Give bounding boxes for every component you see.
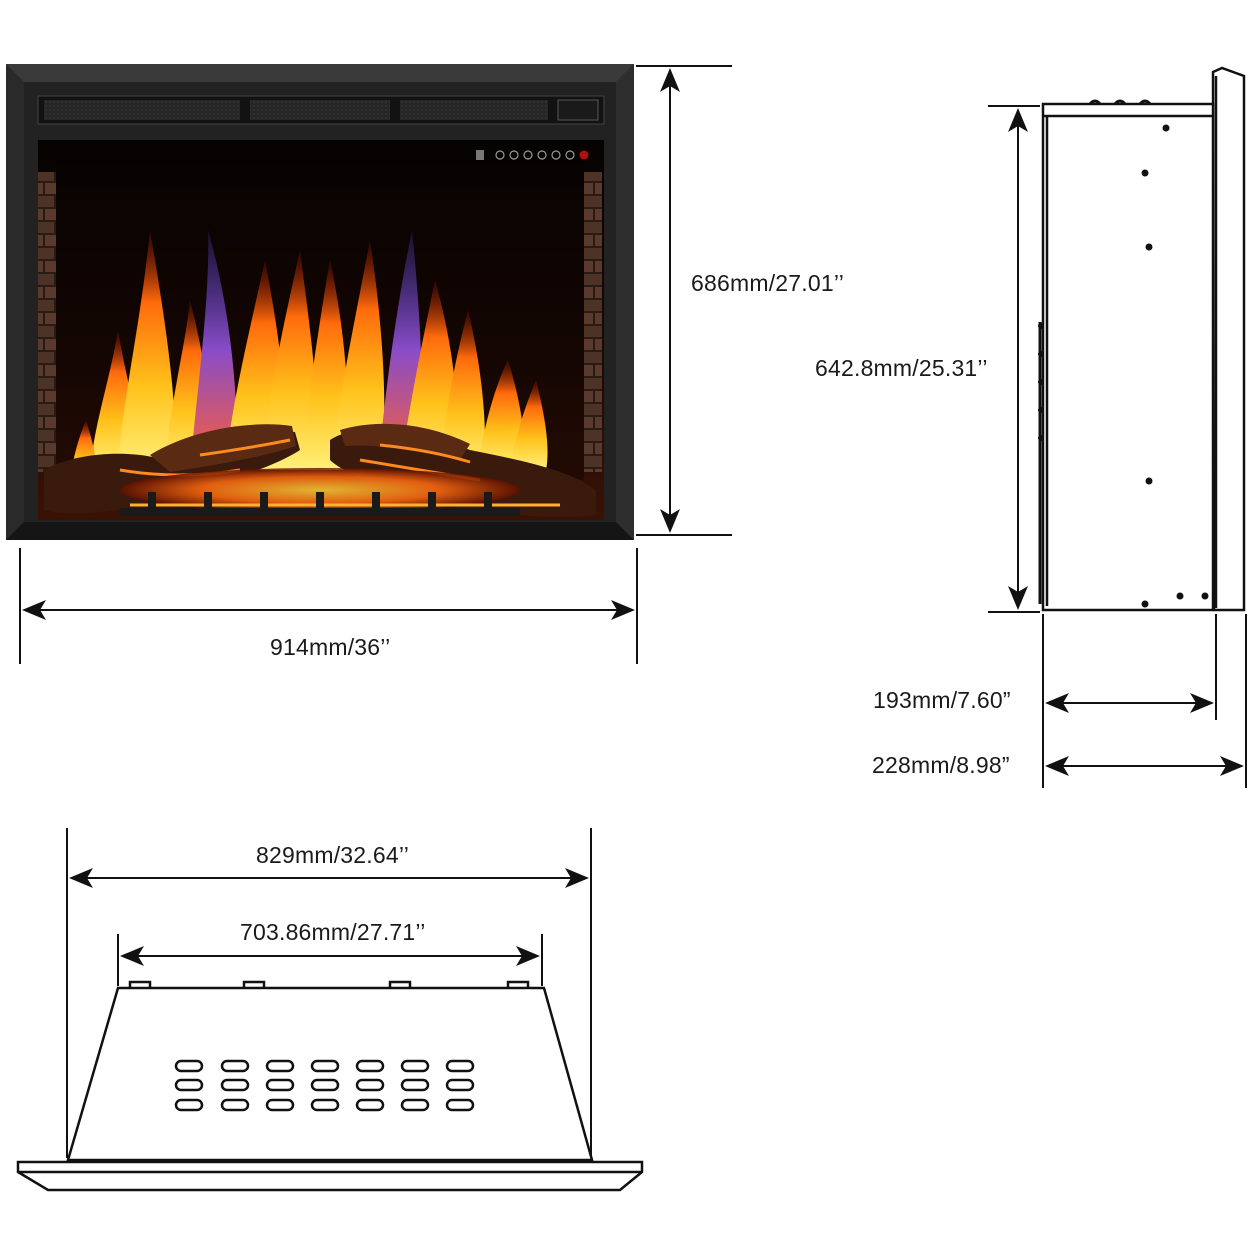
front-height-dimension [636, 65, 732, 536]
fireplace-side-view [1038, 66, 1246, 612]
vent-slot [355, 1059, 385, 1073]
vent-slot [355, 1098, 385, 1112]
top-width-inner-label: 703.86mm/27.71’’ [240, 919, 426, 945]
vent-slot [310, 1098, 340, 1112]
flames [70, 230, 548, 480]
vent-slot [400, 1098, 430, 1112]
vent-slot [174, 1059, 204, 1073]
side-depth-dimensions [1042, 614, 1247, 788]
top-width-dimensions [66, 828, 592, 1158]
vent-slot [445, 1059, 475, 1073]
logs [44, 423, 596, 517]
top-vent-bar [37, 95, 605, 125]
vent-slot [355, 1078, 385, 1092]
vent-slot [174, 1078, 204, 1092]
vent-slot [174, 1098, 204, 1112]
vent-slot [310, 1059, 340, 1073]
vent-slot [220, 1078, 250, 1092]
vent-slot [220, 1059, 250, 1073]
side-view-screws [1038, 124, 1209, 608]
vent-slot [400, 1059, 430, 1073]
vent-slot [265, 1078, 295, 1092]
front-height-label: 686mm/27.01’’ [691, 270, 845, 296]
side-depth-outer-label: 228mm/8.98” [872, 752, 1010, 778]
side-depth-inner-label: 193mm/7.60” [873, 687, 1011, 713]
vent-slot [310, 1078, 340, 1092]
vent-slot [400, 1078, 430, 1092]
top-width-outer-label: 829mm/32.64’’ [256, 842, 410, 868]
front-width-label: 914mm/36’’ [270, 634, 391, 660]
grate [120, 492, 520, 516]
vent-slot [445, 1098, 475, 1112]
side-height-dimension [988, 105, 1040, 613]
side-height-label: 642.8mm/25.31’’ [815, 355, 988, 381]
vent-slot [220, 1098, 250, 1112]
front-width-dimension [19, 548, 638, 664]
vent-slot [445, 1078, 475, 1092]
vent-slot [265, 1098, 295, 1112]
vent-slot [265, 1059, 295, 1073]
fireplace-top-view [16, 980, 644, 1192]
top-view-vents [174, 1059, 475, 1112]
control-panel-icons [476, 150, 589, 160]
